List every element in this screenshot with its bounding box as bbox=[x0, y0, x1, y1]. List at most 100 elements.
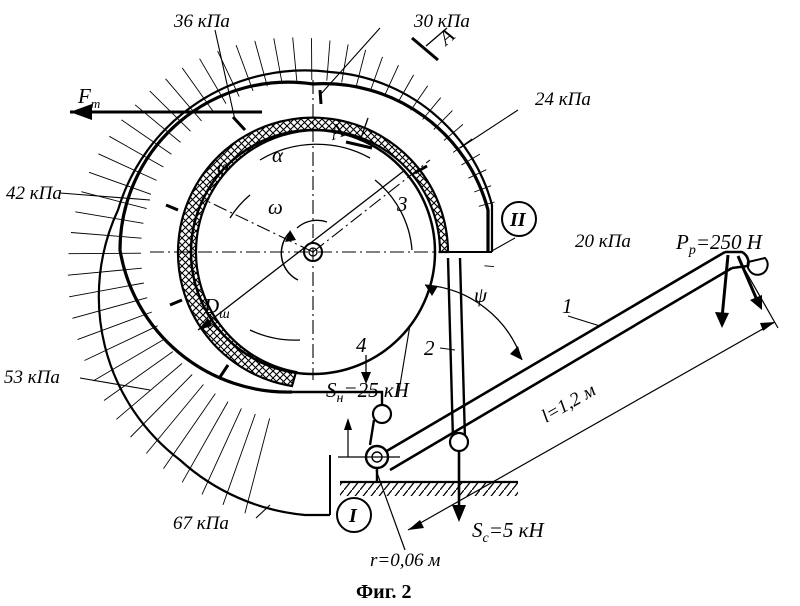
label-53-kpa: 53 кПа bbox=[4, 367, 60, 388]
pointer-4-head bbox=[361, 372, 371, 384]
pressure-tick bbox=[88, 171, 152, 195]
pressure-tick bbox=[130, 374, 193, 438]
pressure-tick bbox=[181, 67, 214, 113]
label-phi: φ bbox=[217, 155, 229, 179]
label-diameter: Dш bbox=[203, 294, 230, 322]
pressure-envelope bbox=[97, 69, 494, 517]
label-part-4: 4 bbox=[356, 333, 367, 357]
label-pp: Pр=250 Н bbox=[675, 230, 764, 258]
pressure-tick bbox=[75, 211, 144, 224]
pressure-tick bbox=[254, 40, 268, 87]
pressure-tick bbox=[222, 413, 256, 505]
pressure-tick bbox=[273, 38, 283, 83]
angle-marks bbox=[229, 143, 413, 341]
pressure-tick bbox=[81, 191, 147, 210]
pressure-tick bbox=[67, 267, 142, 276]
pressure-tick bbox=[145, 384, 204, 454]
ground-hatch bbox=[340, 482, 518, 496]
pp-force-arrows bbox=[720, 254, 759, 319]
pressure-tick bbox=[103, 351, 174, 401]
label-radius: r=0,06 м bbox=[370, 550, 440, 571]
pressure-tick bbox=[201, 408, 242, 495]
label-point-i: I bbox=[348, 505, 358, 527]
pp-arrowhead-1 bbox=[715, 312, 729, 328]
band-start-pivot bbox=[371, 403, 393, 425]
pressure-tick bbox=[121, 119, 172, 155]
pressure-tick bbox=[468, 169, 487, 179]
l-arrow-1 bbox=[408, 520, 424, 530]
sc-arrowhead bbox=[452, 505, 466, 522]
label-20-kpa: 20 кПа bbox=[575, 231, 631, 252]
pressure-tick bbox=[341, 44, 349, 83]
label-67-kpa: 67 кПа bbox=[173, 513, 229, 534]
diameter-line bbox=[197, 169, 406, 331]
r-arrow bbox=[344, 418, 352, 430]
pressure-tick bbox=[474, 185, 492, 193]
pressure-tick bbox=[98, 153, 157, 181]
badge-ii bbox=[501, 201, 537, 237]
l-dimension-line bbox=[407, 321, 776, 531]
pressure-tick bbox=[326, 40, 331, 81]
pressure-tick bbox=[484, 265, 495, 268]
center-lines bbox=[150, 80, 470, 380]
pressure-tick bbox=[109, 135, 164, 168]
label-36-kpa: 36 кПа bbox=[173, 11, 230, 32]
section-a-ticks bbox=[359, 27, 448, 142]
label-ft: Fт bbox=[77, 84, 100, 111]
psi-arc bbox=[424, 284, 523, 361]
figure-caption: Фиг. 2 bbox=[356, 581, 412, 603]
ft-arrowhead bbox=[70, 104, 92, 120]
pressure-tick bbox=[370, 56, 383, 91]
rod-2-pivot bbox=[448, 431, 470, 453]
label-point-ii: II bbox=[509, 209, 527, 231]
pressure-tick bbox=[70, 232, 142, 239]
pressure-tick bbox=[93, 338, 165, 382]
label-42-kpa: 42 кПа bbox=[6, 183, 62, 204]
lever-1 bbox=[384, 250, 750, 472]
psi-arrow-2 bbox=[510, 346, 522, 360]
diameter-arrow bbox=[198, 318, 212, 330]
leader-lines bbox=[59, 27, 601, 519]
pressure-tick bbox=[181, 401, 229, 483]
label-omega: ω bbox=[268, 195, 283, 219]
pressure-tick bbox=[84, 325, 158, 361]
lever-handle-loop bbox=[746, 256, 769, 276]
pressure-tick bbox=[292, 37, 298, 81]
pressure-tick bbox=[165, 78, 202, 122]
badge-i bbox=[336, 497, 372, 533]
label-su: Sн=25 кН bbox=[326, 378, 411, 406]
label-part-3: 3 bbox=[396, 192, 408, 216]
label-30-kpa: 30 кПа bbox=[413, 11, 470, 32]
section-a-marks bbox=[345, 36, 439, 150]
pressure-tick bbox=[72, 297, 148, 319]
pressure-tick bbox=[235, 44, 254, 91]
pressure-tick bbox=[355, 49, 367, 86]
pressure-tick bbox=[384, 65, 399, 96]
pressure-diagram bbox=[67, 37, 495, 514]
pressure-tick bbox=[410, 85, 429, 111]
psi-arrow-1 bbox=[425, 285, 438, 296]
pressure-tick bbox=[244, 418, 271, 514]
steel-band bbox=[118, 80, 490, 394]
label-24-kpa: 24 кПа bbox=[535, 89, 591, 110]
l-arrow-2 bbox=[760, 322, 775, 331]
label-psi: ψ bbox=[474, 283, 488, 307]
pressure-tick bbox=[461, 153, 481, 166]
pressure-tick bbox=[116, 363, 183, 420]
label-part-1: 1 bbox=[562, 294, 573, 318]
omega-arrow bbox=[280, 231, 299, 281]
pressure-tick bbox=[163, 393, 216, 469]
omega-arrowhead bbox=[285, 230, 296, 242]
label-sc: Sс=5 кН bbox=[472, 518, 545, 546]
label-part-2: 2 bbox=[424, 336, 435, 360]
label-lever-length: l=1,2 м bbox=[538, 380, 599, 428]
pressure-tick bbox=[68, 252, 142, 255]
pressure-tick bbox=[397, 74, 414, 103]
pp-arrowhead-2 bbox=[750, 295, 762, 310]
label-alpha: α bbox=[272, 143, 284, 167]
pressure-tick bbox=[77, 311, 152, 341]
band-start-link bbox=[292, 390, 384, 446]
lining-dividers bbox=[165, 89, 428, 378]
